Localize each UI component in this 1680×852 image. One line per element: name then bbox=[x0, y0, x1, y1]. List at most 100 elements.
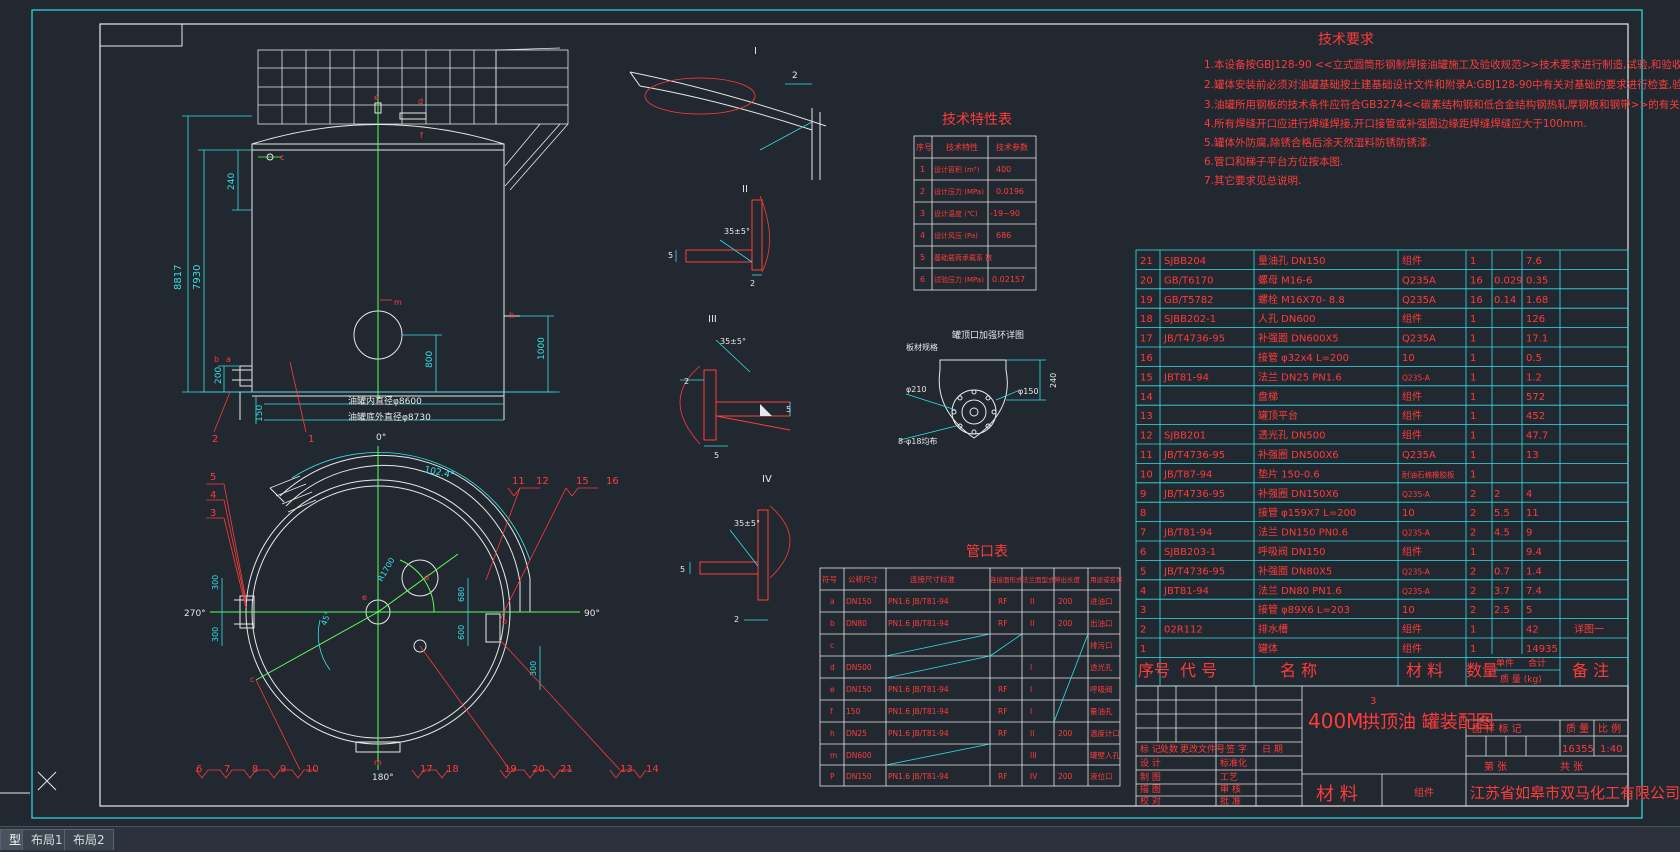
tank-plan-view bbox=[234, 452, 531, 753]
parts-cell-2-3: Q235A bbox=[1402, 295, 1436, 306]
nozzle-cell-6-0: h bbox=[830, 729, 835, 738]
nozzle-cell-5-2: PN1.6 JB/T81-94 bbox=[888, 707, 949, 716]
mark-h: h bbox=[509, 311, 514, 320]
svg-text:描 图: 描 图 bbox=[1140, 783, 1161, 795]
parts-cell-6-0: 15 bbox=[1140, 372, 1153, 383]
drawing-title-sub: 拱顶油 罐装配图 bbox=[1362, 712, 1494, 733]
nozzle-cell-7-4: III bbox=[1030, 751, 1037, 760]
dim-300-lower: 300 bbox=[211, 627, 220, 642]
nozzle-cell-8-6: 液位口 bbox=[1090, 771, 1113, 781]
parts-cell-2-5: 0.14 bbox=[1494, 295, 1516, 306]
parts-cell-1-2: 螺母 M16-6 bbox=[1258, 274, 1313, 286]
tech-r3-seq: 3 bbox=[920, 209, 925, 218]
det3-dim-5: 5 bbox=[714, 451, 719, 460]
nozzle-cell-0-0: a bbox=[830, 597, 835, 606]
nozzle-cell-1-6: 出油口 bbox=[1090, 618, 1113, 628]
parts-cell-16-3: Q235-A bbox=[1402, 567, 1431, 576]
svg-text:设 计: 设 计 bbox=[1140, 757, 1161, 769]
nozzle-cell-1-4: II bbox=[1030, 619, 1034, 628]
parts-cell-9-2: 透光孔 DN500 bbox=[1258, 429, 1325, 442]
leader-7: 7 bbox=[224, 764, 230, 775]
parts-cell-0-3: 组件 bbox=[1402, 254, 1422, 267]
det2-dim-5: 5 bbox=[668, 251, 673, 260]
parts-cell-15-3: 组件 bbox=[1402, 545, 1422, 558]
parts-cell-15-0: 6 bbox=[1140, 547, 1146, 558]
leader-15: 15 bbox=[576, 476, 589, 487]
tab-layout1[interactable]: 布局1 bbox=[22, 829, 72, 850]
detail-I bbox=[629, 71, 827, 180]
parts-cell-17-1: JBT81-94 bbox=[1163, 586, 1209, 597]
parts-cell-11-2: 垫片 150-0.6 bbox=[1258, 467, 1320, 480]
parts-cell-1-5: 0.029 bbox=[1494, 275, 1523, 286]
leader-6: 6 bbox=[196, 764, 202, 775]
leader-5: 5 bbox=[210, 472, 216, 483]
leader-20: 20 bbox=[532, 764, 545, 775]
leader-19: 19 bbox=[504, 764, 517, 775]
parts-cell-5-3: 10 bbox=[1402, 353, 1415, 364]
tech-r6-val: 0.02157 bbox=[992, 275, 1025, 284]
parts-cell-16-4: 2 bbox=[1470, 566, 1476, 577]
parts-cell-10-4: 1 bbox=[1470, 450, 1476, 461]
tech-r4-seq: 4 bbox=[920, 231, 925, 240]
parts-cell-8-2: 罐顶平台 bbox=[1258, 409, 1298, 422]
title-weight-label: 质 量 bbox=[1566, 723, 1589, 735]
nozzle-cell-1-3: RF bbox=[998, 619, 1008, 628]
corner-label-box bbox=[99, 23, 183, 47]
nozzle-cell-0-1: DN150 bbox=[846, 597, 872, 606]
dim-r1700: R1700 bbox=[376, 556, 397, 583]
parts-cell-7-6: 572 bbox=[1526, 392, 1545, 403]
angle-270: 270° bbox=[184, 609, 206, 619]
parts-cell-18-2: 接管 φ89X6 L=203 bbox=[1258, 603, 1350, 616]
parts-cell-7-2: 盘梯 bbox=[1258, 390, 1278, 403]
parts-cell-8-3: 组件 bbox=[1402, 409, 1422, 422]
drawing-title-superscript: 3 bbox=[1370, 696, 1376, 707]
dim-outer-diameter: 油罐底外直径φ8730 bbox=[348, 411, 431, 423]
outer-frame bbox=[31, 9, 1643, 819]
mark-a: a bbox=[226, 355, 231, 364]
noz-th-0: 符号 bbox=[822, 574, 837, 584]
parts-cell-14-2: 法兰 DN150 PN0.6 bbox=[1258, 526, 1348, 539]
tech-r2-seq: 2 bbox=[920, 187, 925, 196]
parts-cell-19-2: 排水槽 bbox=[1258, 623, 1288, 636]
parts-cell-15-2: 呼吸阀 DN150 bbox=[1258, 545, 1325, 558]
dim-300-right: 300 bbox=[529, 661, 538, 676]
parts-footer-qty: 数量 bbox=[1466, 661, 1498, 680]
parts-cell-18-0: 3 bbox=[1140, 605, 1146, 616]
nozzle-cell-1-2: PN1.6 JB/T81-94 bbox=[888, 619, 949, 628]
parts-cell-16-6: 1.4 bbox=[1526, 566, 1542, 577]
parts-cell-5-4: 1 bbox=[1470, 353, 1476, 364]
parts-cell-18-5: 2.5 bbox=[1494, 605, 1510, 616]
noz-th-6: 用途或名称 bbox=[1090, 575, 1123, 584]
title-mark: 图 样 标 记 bbox=[1472, 722, 1522, 735]
title-material-label: 材 料 bbox=[1316, 784, 1358, 805]
tech-req-title: 技术要求 bbox=[1318, 32, 1374, 48]
leader-11: 11 bbox=[512, 476, 525, 487]
parts-cell-3-6: 126 bbox=[1526, 314, 1545, 325]
plan-dimensions bbox=[221, 578, 541, 690]
parts-cell-4-0: 17 bbox=[1140, 334, 1153, 345]
parts-cell-2-2: 螺栓 M16X70- 8.8 bbox=[1258, 293, 1345, 306]
parts-cell-15-1: SJBB203-1 bbox=[1164, 547, 1216, 558]
parts-footer-material: 材 料 bbox=[1406, 661, 1443, 680]
title-weight-value: 16355 bbox=[1562, 744, 1594, 755]
parts-cell-13-6: 11 bbox=[1526, 508, 1539, 519]
det3-dim-5b: 5 bbox=[786, 405, 791, 414]
nozzle-cell-5-1: 150 bbox=[846, 707, 861, 716]
svg-text:更改文件号: 更改文件号 bbox=[1180, 743, 1225, 755]
det4-dim-35: 35±5° bbox=[734, 519, 760, 528]
ring-dim-240: 240 bbox=[1049, 373, 1058, 388]
parts-cell-4-1: JB/T4736-95 bbox=[1163, 334, 1225, 345]
plan-leaders bbox=[195, 483, 647, 779]
tab-layout2[interactable]: 布局2 bbox=[64, 829, 114, 850]
parts-cell-10-1: JB/T4736-95 bbox=[1163, 450, 1225, 461]
nozzle-cell-5-4: I bbox=[1030, 707, 1032, 716]
tech-r4-item: 设计风压 (Pa) bbox=[934, 231, 978, 240]
dim-300-upper: 300 bbox=[211, 575, 220, 590]
tech-table-title: 技术特性表 bbox=[942, 112, 1012, 128]
tech-req-item-4: 4.所有焊缝开口应进行焊缝焊接,开口接管或补强圈边缘距焊缝焊缝应大于100mm. bbox=[1204, 117, 1587, 130]
det2-dim-2: 2 bbox=[750, 279, 755, 288]
parts-cell-6-3: Q235-A bbox=[1402, 373, 1431, 382]
tech-th-item: 技术特性 bbox=[946, 142, 978, 152]
ucs-icon[interactable] bbox=[0, 771, 57, 794]
